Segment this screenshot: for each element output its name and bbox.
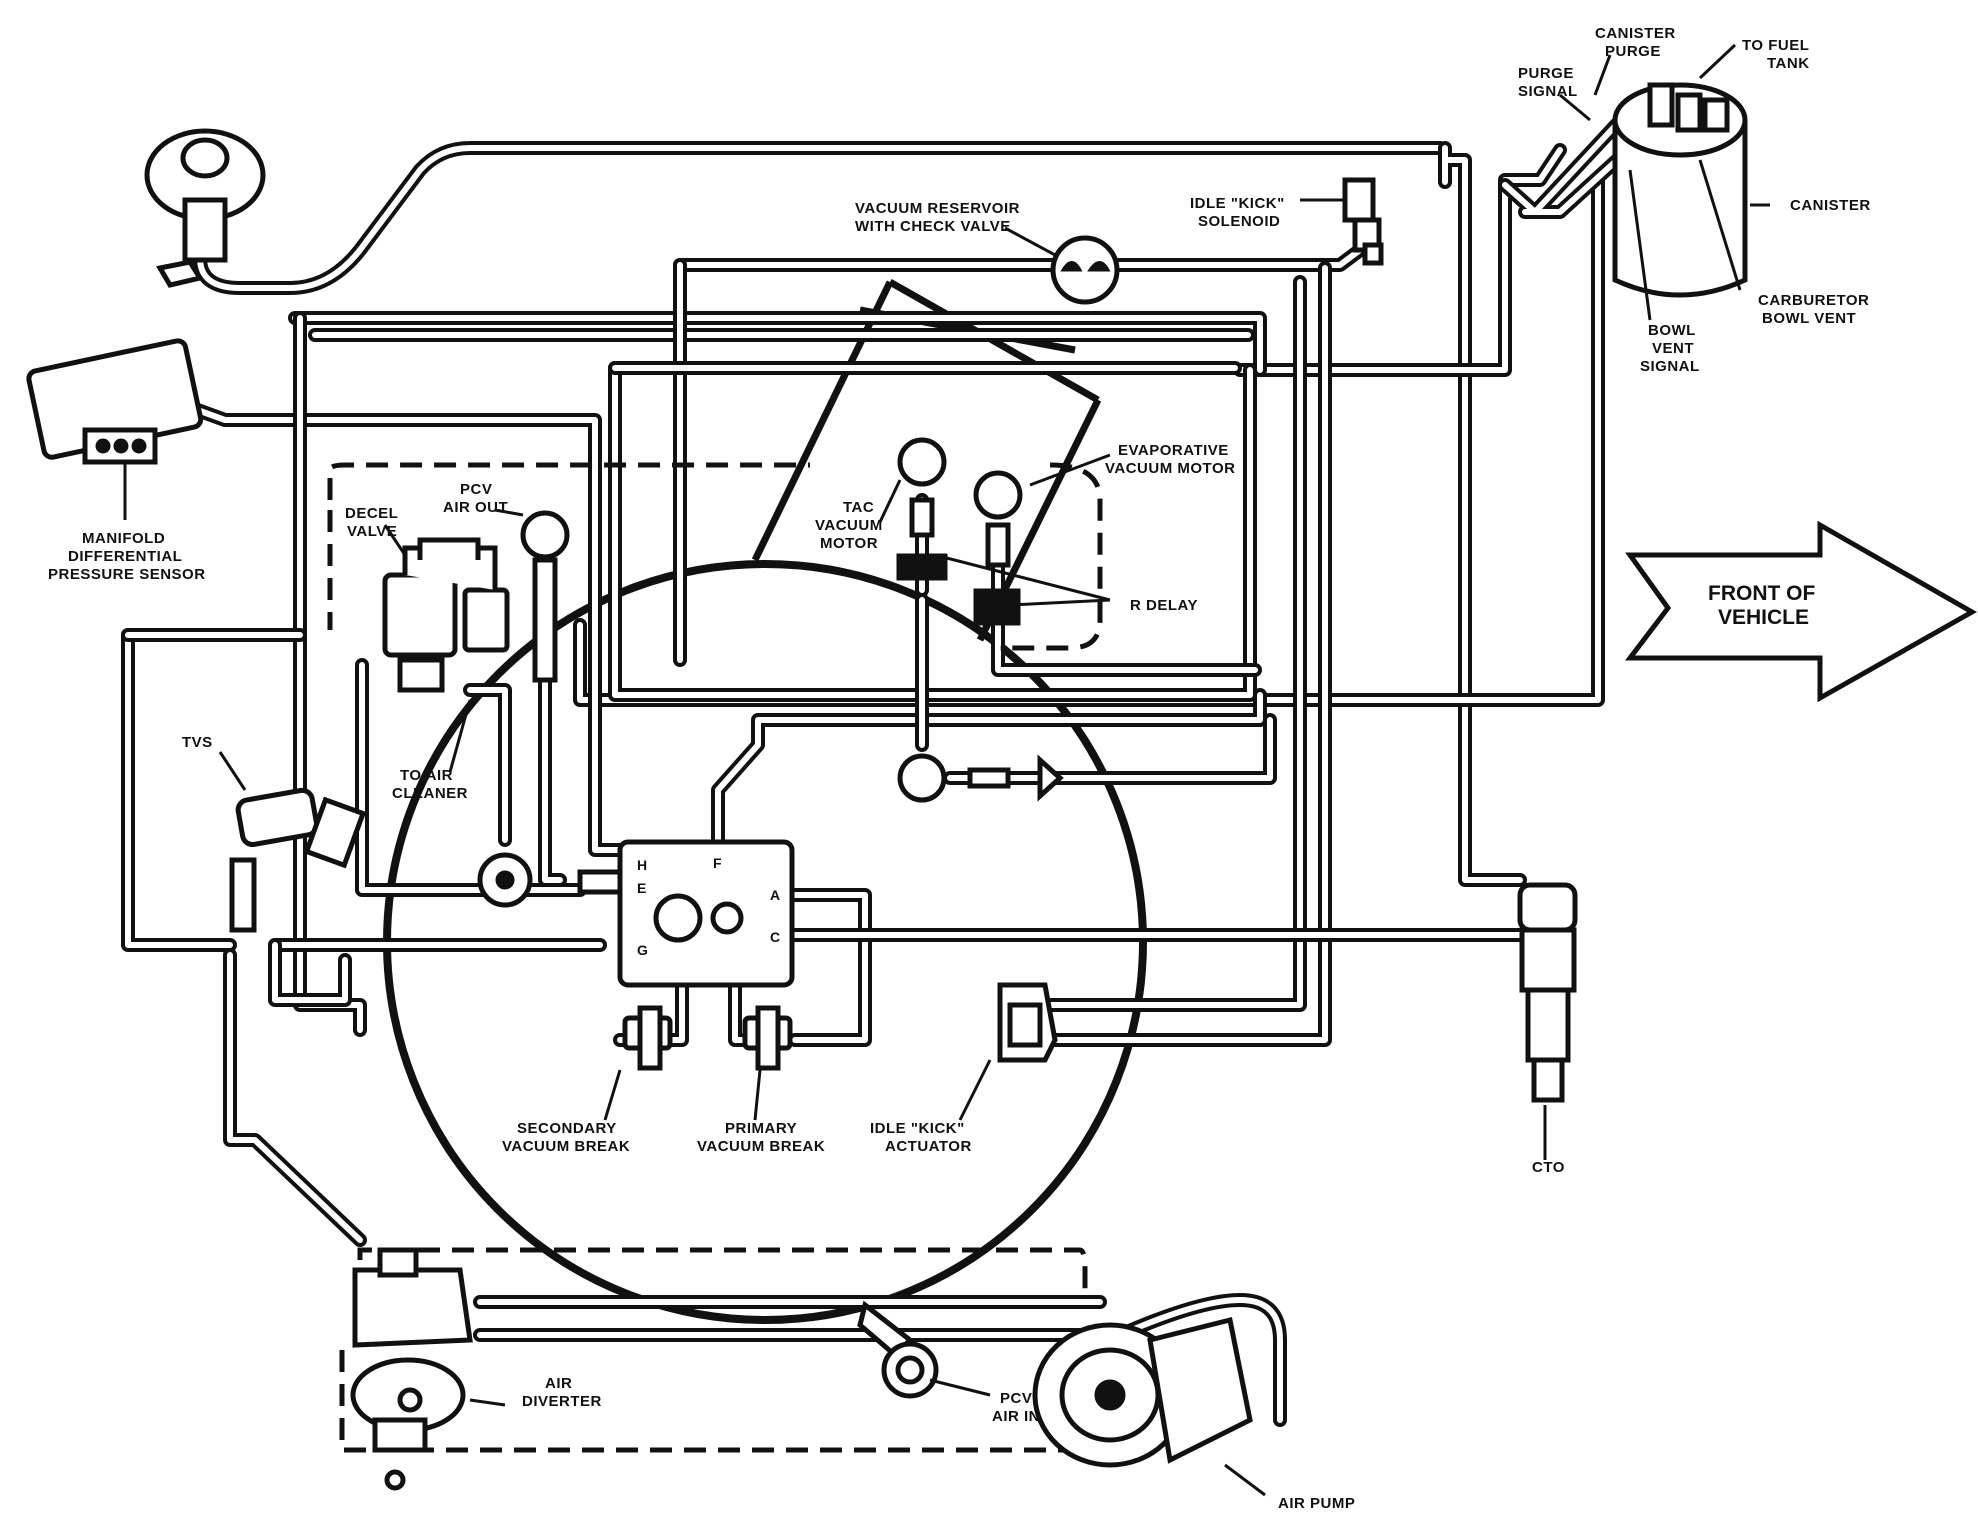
port-g: G (637, 942, 648, 958)
cto-switch (1517, 882, 1578, 1103)
label-pcv-air-in-1: PCV (1000, 1390, 1032, 1407)
decel-valve (382, 537, 510, 693)
label-primary-vacuum-break-1: PRIMARY (725, 1120, 797, 1137)
port-e: E (637, 880, 646, 896)
label-vacuum-reservoir-1: VACUUM RESERVOIR (855, 200, 1020, 217)
label-canister-purge-1: CANISTER (1595, 25, 1676, 42)
tac-vacuum-motor (896, 437, 948, 581)
pcv-air-out-fitting (520, 510, 570, 683)
label-r-delay: R DELAY (1130, 597, 1198, 614)
air-diverter-valve (350, 1247, 473, 1491)
egr-valve (144, 128, 266, 288)
label-air-diverter-1: AIR (545, 1375, 572, 1392)
vacuum-control-module (577, 839, 795, 988)
label-pcv-air-in-2: AIR IN (992, 1408, 1040, 1425)
label-secondary-vacuum-break-2: VACUUM BREAK (502, 1138, 630, 1155)
port-c: C (770, 929, 780, 945)
leader-lines (123, 43, 1770, 1497)
label-evaporative-vacuum-motor-1: EVAPORATIVE (1118, 442, 1229, 459)
charcoal-canister (1612, 82, 1748, 298)
label-vacuum-reservoir-2: WITH CHECK VALVE (855, 218, 1011, 235)
label-idle-kick-solenoid-1: IDLE "KICK" (1190, 195, 1285, 212)
tvs-switch (229, 787, 367, 933)
port-a: A (770, 887, 780, 903)
vacuum-hoses (121, 103, 1657, 1427)
label-idle-kick-actuator-2: ACTUATOR (885, 1138, 972, 1155)
port-f: F (713, 855, 722, 871)
label-decel-valve-2: VALVE (347, 523, 397, 540)
label-to-fuel-tank-1: TO FUEL (1742, 37, 1809, 54)
module-port-letters: H E F A C G (637, 855, 780, 958)
label-manifold-sensor-3: PRESSURE SENSOR (48, 566, 206, 583)
pcv-air-in-fitting (857, 1300, 939, 1399)
label-carburetor-bowl-vent-2: BOWL VENT (1762, 310, 1856, 327)
label-purge-signal-2: SIGNAL (1518, 83, 1578, 100)
tac-sensor-ball (897, 753, 1064, 803)
label-bowl-vent-signal-3: SIGNAL (1640, 358, 1700, 375)
label-tac-vacuum-motor-1: TAC (843, 499, 874, 516)
label-canister-purge-2: PURGE (1605, 43, 1661, 60)
idle-kick-actuator-unit (997, 982, 1058, 1063)
label-air-diverter-2: DIVERTER (522, 1393, 602, 1410)
label-front-of-vehicle-2: VEHICLE (1718, 606, 1809, 629)
label-idle-kick-solenoid-2: SOLENOID (1198, 213, 1280, 230)
labels: CANISTER PURGE TO FUEL TANK PURGE SIGNAL… (48, 25, 1871, 1512)
label-front-of-vehicle-1: FRONT OF (1708, 582, 1815, 605)
label-bowl-vent-signal-1: BOWL (1648, 322, 1696, 339)
label-secondary-vacuum-break-1: SECONDARY (517, 1120, 617, 1137)
label-primary-vacuum-break-2: VACUUM BREAK (697, 1138, 825, 1155)
dashed-vacuum-lines (327, 462, 1103, 1453)
port-h: H (637, 857, 647, 873)
label-purge-signal-1: PURGE (1518, 65, 1574, 82)
label-pcv-air-out-2: AIR OUT (443, 499, 508, 516)
front-of-vehicle-arrow (1624, 520, 1978, 703)
label-air-pump: AIR PUMP (1278, 1495, 1355, 1512)
air-pump (1032, 1316, 1253, 1468)
secondary-vacuum-break-unit (622, 1005, 673, 1071)
label-to-fuel-tank-2: TANK (1767, 55, 1810, 72)
label-manifold-sensor-2: DIFFERENTIAL (68, 548, 182, 565)
idle-kick-solenoid (1342, 177, 1384, 266)
label-bowl-vent-signal-2: VENT (1652, 340, 1694, 357)
label-carburetor-bowl-vent-1: CARBURETOR (1758, 292, 1869, 309)
label-decel-valve-1: DECEL (345, 505, 398, 522)
label-manifold-sensor-1: MANIFOLD (82, 530, 165, 547)
label-evaporative-vacuum-motor-2: VACUUM MOTOR (1105, 460, 1235, 477)
label-tac-vacuum-motor-3: MOTOR (820, 535, 878, 552)
label-cto: CTO (1532, 1159, 1565, 1176)
label-idle-kick-actuator-1: IDLE "KICK" (870, 1120, 965, 1137)
label-to-air-cleaner-1: TO AIR (400, 767, 453, 784)
label-canister: CANISTER (1790, 197, 1871, 214)
evaporative-vacuum-motor (973, 470, 1023, 626)
manifold-pressure-sensor (26, 338, 204, 465)
label-to-air-cleaner-2: CLEANER (392, 785, 468, 802)
vacuum-reservoir (1050, 235, 1120, 305)
air-cleaner-port (477, 852, 533, 908)
label-tvs: TVS (182, 734, 213, 751)
primary-vacuum-break-unit (742, 1005, 793, 1071)
label-tac-vacuum-motor-2: VACUUM (815, 517, 883, 534)
label-pcv-air-out-1: PCV (460, 481, 492, 498)
